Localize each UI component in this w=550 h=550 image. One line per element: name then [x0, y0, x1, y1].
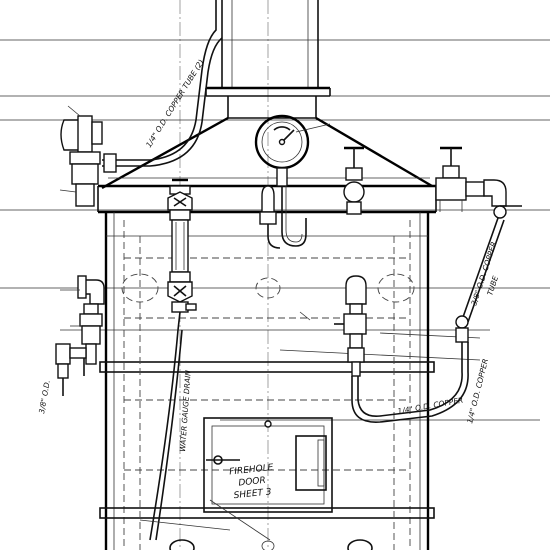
boiler-shell — [99, 212, 435, 550]
firehole-label-3: SHEET 3 — [233, 487, 272, 501]
center-valve — [343, 146, 365, 215]
safety-valve — [59, 105, 103, 207]
copper-right-label: 3/8" O.D. COPPER — [469, 241, 498, 307]
copper-lower-label: 1/4" O.D. COPPER — [397, 396, 464, 416]
chimney-stack — [205, 0, 331, 118]
firehole-door: FIREHOLE DOOR SHEET 3 — [203, 417, 333, 513]
left-injector: 3/8" O.D. — [37, 343, 87, 414]
lower-leader-lines — [60, 289, 311, 541]
right-labels: 3/8" O.D. COPPER TUBE 1/4" O.D. COPPER 1… — [397, 241, 500, 425]
drip-pot — [259, 185, 281, 249]
tube-right-label: TUBE — [485, 275, 500, 297]
copper-right-lower-label: 1/4" O.D. COPPER — [465, 358, 490, 425]
firehole-label-1: FIREHOLE — [229, 463, 274, 478]
upper-copper-tube: 1/4" O.D. COPPER TUBE (2) — [102, 0, 223, 173]
pressure-gauge — [254, 114, 331, 247]
right-valve — [435, 146, 522, 219]
left-tube-label: 3/8" O.D. — [37, 379, 52, 414]
right-copper-line — [351, 217, 505, 423]
water-gauge: WATER GAUGE DRAIN — [149, 178, 197, 541]
firehole-label-2: DOOR — [238, 476, 266, 489]
check-valve — [334, 275, 367, 377]
left-elbow — [70, 275, 105, 365]
